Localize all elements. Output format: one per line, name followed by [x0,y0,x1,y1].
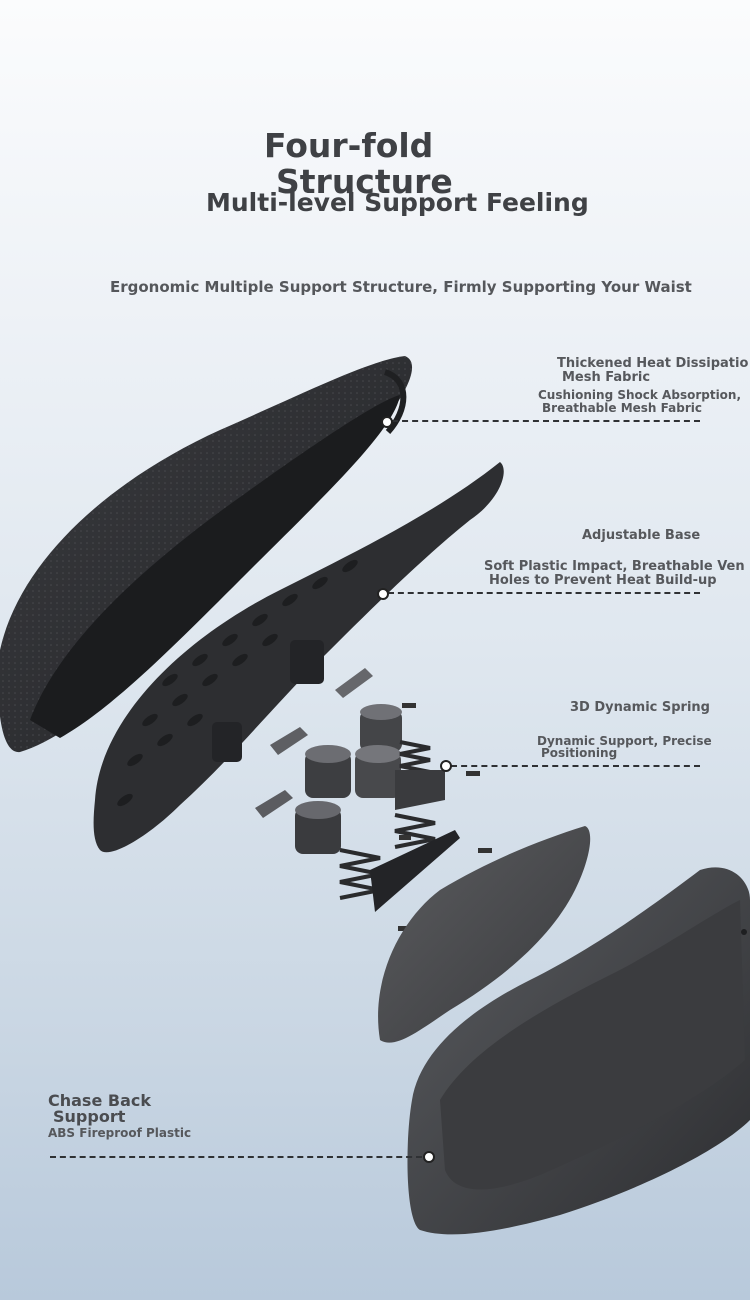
callout-spring-desc-1: Dynamic Support, Precise [537,734,712,748]
support-cushion [378,826,591,1043]
callout-base-marker [377,588,389,600]
callout-back-desc-1: ABS Fireproof Plastic [48,1126,192,1140]
callout-back-title-1: Chase Back [48,1091,151,1110]
page-subtitle: Ergonomic Multiple Support Structure, Fi… [110,278,692,296]
callout-base-leader-line [388,592,700,594]
page-title-line-2: Structure [276,162,453,201]
page-title-line-1: Four-fold [264,126,434,165]
chase-back-shell [407,867,750,1235]
callout-mesh-leader-line [392,420,700,422]
callout-base-desc-2: Holes to Prevent Heat Build-up [489,573,717,588]
callout-base-desc-1: Soft Plastic Impact, Breathable Ven [484,559,745,574]
callout-mesh-title-1: Thickened Heat Dissipatio [557,356,749,371]
callout-spring-title-1: 3D Dynamic Spring [570,700,710,715]
mesh-fabric-cover [0,356,413,753]
callout-mesh-desc-1: Cushioning Shock Absorption, [538,388,742,402]
callout-spring-desc-2: Positioning [541,746,618,760]
page-title-line-3: Multi-level Support Feeling [206,188,589,217]
adjustable-base [93,462,504,853]
callout-back-leader-line [50,1156,422,1158]
dynamic-spring-assembly [255,668,492,931]
callout-spring-marker [440,760,452,772]
callout-back-title-2: Support [53,1107,126,1126]
callout-mesh-marker [381,416,393,428]
callout-base-title-1: Adjustable Base [582,528,701,543]
callout-spring-leader-line [451,765,700,767]
callout-mesh-desc-2: Breathable Mesh Fabric [542,401,702,415]
callout-mesh-title-2: Mesh Fabric [562,370,651,385]
callout-back-marker [423,1151,435,1163]
